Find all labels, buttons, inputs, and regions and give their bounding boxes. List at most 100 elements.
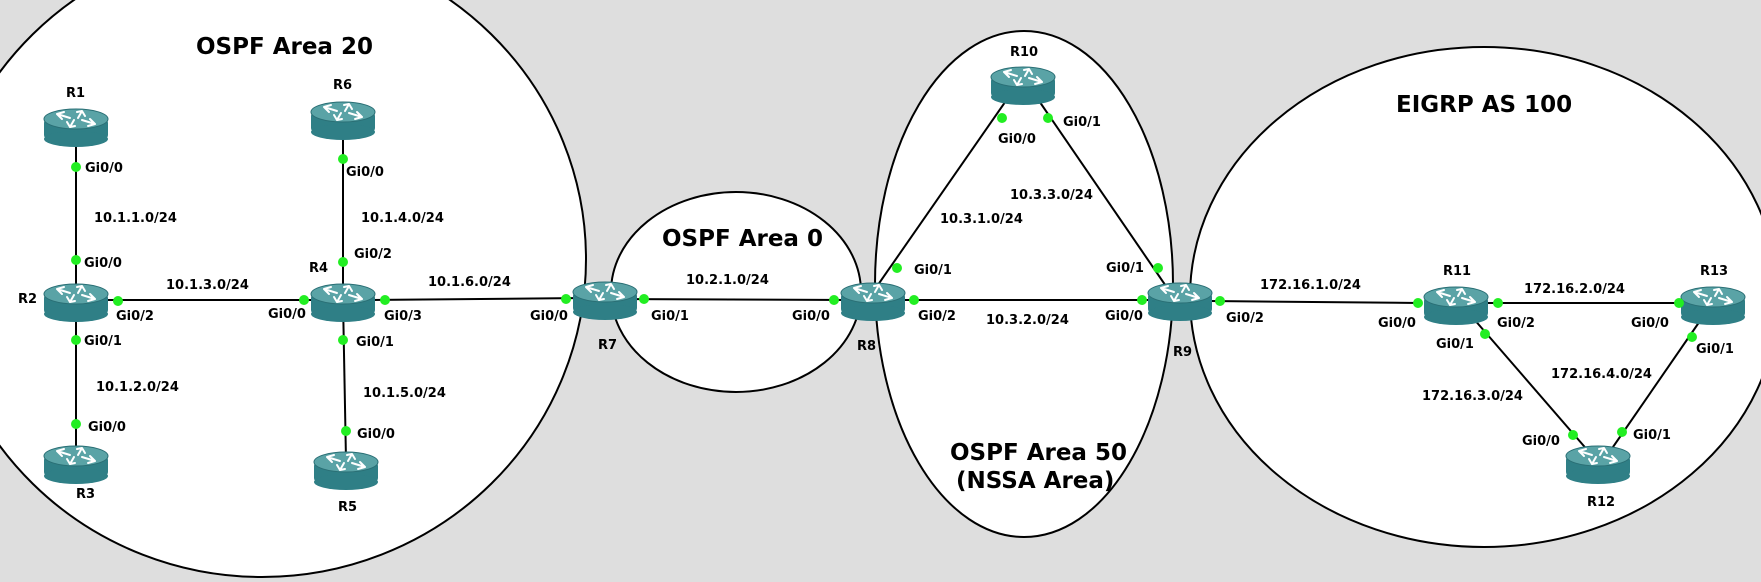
port-r1-gi00 [71,162,81,172]
port-r7-gi01 [639,294,649,304]
router-r11-icon[interactable] [1423,286,1489,326]
link-r10-r9 [1034,94,1171,293]
port-r9-gi01 [1153,263,1163,273]
port-r8-gi01 [892,263,902,273]
iface-r10-gi01: Gi0/1 [1063,115,1101,130]
subnet-r10-r9: 10.3.3.0/24 [1010,188,1093,203]
port-r2-gi00 [71,255,81,265]
port-r2-gi01 [71,335,81,345]
router-r4-label: R4 [309,261,328,276]
iface-r8-gi01: Gi0/1 [914,263,952,278]
subnet-r13-r12: 172.16.4.0/24 [1551,367,1652,382]
router-r1-icon[interactable] [43,108,109,148]
subnet-r4-r5: 10.1.5.0/24 [363,386,446,401]
router-r7-label: R7 [598,338,617,353]
link-r9-r11 [1209,300,1421,304]
iface-r8-gi00: Gi0/0 [792,309,830,324]
router-r11-label: R11 [1443,264,1471,279]
iface-r4-gi02: Gi0/2 [354,247,392,262]
iface-r9-gi01: Gi0/1 [1106,261,1144,276]
port-r11-gi00 [1413,298,1423,308]
iface-r11-gi01: Gi0/1 [1436,337,1474,352]
router-r3-icon[interactable] [43,445,109,485]
iface-r11-gi02: Gi0/2 [1497,316,1535,331]
iface-r4-gi03: Gi0/3 [384,309,422,324]
iface-r12-gi00: Gi0/0 [1522,434,1560,449]
subnet-r9-r11: 172.16.1.0/24 [1260,278,1361,293]
router-r1-label: R1 [66,86,85,101]
router-r2-label: R2 [18,292,37,307]
port-r4-gi02 [338,257,348,267]
subnet-r8-r10: 10.3.1.0/24 [940,212,1023,227]
port-r12-gi00 [1568,430,1578,440]
subnet-r1-r2: 10.1.1.0/24 [94,211,177,226]
port-r9-gi02 [1215,296,1225,306]
router-r10-icon[interactable] [990,66,1056,106]
router-r12-icon[interactable] [1565,445,1631,485]
area-50-title-line2: (NSSA Area) [956,468,1114,494]
router-r3-label: R3 [76,487,95,502]
port-r6-gi00 [338,154,348,164]
iface-r5-gi00: Gi0/0 [357,427,395,442]
interface-ports [71,113,1697,440]
iface-r9-gi00: Gi0/0 [1105,309,1143,324]
iface-r3-gi00: Gi0/0 [88,420,126,435]
port-r13-gi01 [1687,332,1697,342]
router-r2-icon[interactable] [43,283,109,323]
router-r8-icon[interactable] [840,282,906,322]
iface-r1-gi00: Gi0/0 [85,161,123,176]
router-r5-icon[interactable] [313,451,379,491]
subnet-r2-r4: 10.1.3.0/24 [166,278,249,293]
port-r8-gi00 [829,295,839,305]
iface-r13-gi00: Gi0/0 [1631,316,1669,331]
iface-r2-gi02: Gi0/2 [116,309,154,324]
router-r6-icon[interactable] [310,101,376,141]
iface-r4-gi01: Gi0/1 [356,335,394,350]
area-20-title: OSPF Area 20 [196,34,373,60]
subnet-r8-r9: 10.3.2.0/24 [986,313,1069,328]
iface-r9-gi02: Gi0/2 [1226,311,1264,326]
port-r4-gi01 [338,335,348,345]
subnet-r11-r13: 172.16.2.0/24 [1524,282,1625,297]
port-r9-gi00 [1137,295,1147,305]
router-r6-label: R6 [333,78,352,93]
router-r7-icon[interactable] [572,281,638,321]
subnet-r4-r6: 10.1.4.0/24 [361,211,444,226]
area-0-title: OSPF Area 0 [662,226,823,252]
router-r5-label: R5 [338,500,357,515]
subnet-r2-r3: 10.1.2.0/24 [96,380,179,395]
port-r11-gi01 [1480,329,1490,339]
port-r10-gi01 [1043,113,1053,123]
iface-r2-gi01: Gi0/1 [84,334,122,349]
area-50-title-line1: OSPF Area 50 [950,440,1127,466]
ospf-area-20-boundary [0,0,587,578]
port-r13-gi00 [1674,298,1684,308]
iface-r12-gi01: Gi0/1 [1633,428,1671,443]
iface-r7-gi00: Gi0/0 [530,309,568,324]
iface-r7-gi01: Gi0/1 [651,309,689,324]
ospf-area-0-boundary [610,191,862,393]
subnet-r7-r8: 10.2.1.0/24 [686,273,769,288]
port-r11-gi02 [1493,298,1503,308]
subnet-r4-r7: 10.1.6.0/24 [428,275,511,290]
iface-r4-gi00: Gi0/0 [268,307,306,322]
iface-r11-gi00: Gi0/0 [1378,316,1416,331]
router-r13-label: R13 [1700,264,1728,279]
port-r4-gi03 [380,295,390,305]
link-r8-r10 [872,94,1011,293]
subnet-r11-r12: 172.16.3.0/24 [1422,389,1523,404]
port-r5-gi00 [341,426,351,436]
port-r4-gi00 [299,295,309,305]
link-r4-r7 [371,297,586,301]
router-r4-icon[interactable] [310,283,376,323]
port-r2-gi02 [113,296,123,306]
port-r12-gi01 [1617,427,1627,437]
iface-r2-gi00: Gi0/0 [84,256,122,271]
router-r10-label: R10 [1010,45,1038,60]
router-r8-label: R8 [857,339,876,354]
port-r8-gi02 [909,295,919,305]
router-r9-icon[interactable] [1147,282,1213,322]
iface-r10-gi00: Gi0/0 [998,132,1036,147]
router-r13-icon[interactable] [1680,286,1746,326]
